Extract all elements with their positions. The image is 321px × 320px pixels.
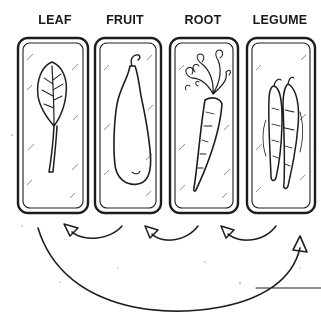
rotation-arrow-fruit-to-leaf — [64, 224, 122, 238]
rotation-arrows — [38, 224, 321, 311]
bed-label-legume: LEGUME — [253, 13, 308, 27]
leaf-icon — [38, 62, 67, 172]
bed-label-leaf: LEAF — [38, 13, 72, 27]
bed-label-root: ROOT — [185, 13, 222, 27]
bed-frame-fruit — [95, 38, 161, 213]
bed-frame-legume — [247, 38, 315, 213]
bed-root — [170, 38, 238, 213]
bed-leaf — [18, 38, 88, 213]
bed-fruit — [95, 38, 161, 213]
bean-pod-icon — [263, 77, 303, 188]
fruit-icon — [114, 55, 151, 185]
bed-label-fruit: FRUIT — [106, 13, 144, 27]
scan-noise — [11, 134, 314, 284]
rotation-arrow-root-to-fruit — [145, 226, 198, 240]
bed-frame-root — [170, 38, 238, 213]
bed-legume — [247, 38, 315, 213]
carrot-icon — [185, 50, 230, 191]
rotation-arrow-legume-to-root — [221, 226, 276, 240]
